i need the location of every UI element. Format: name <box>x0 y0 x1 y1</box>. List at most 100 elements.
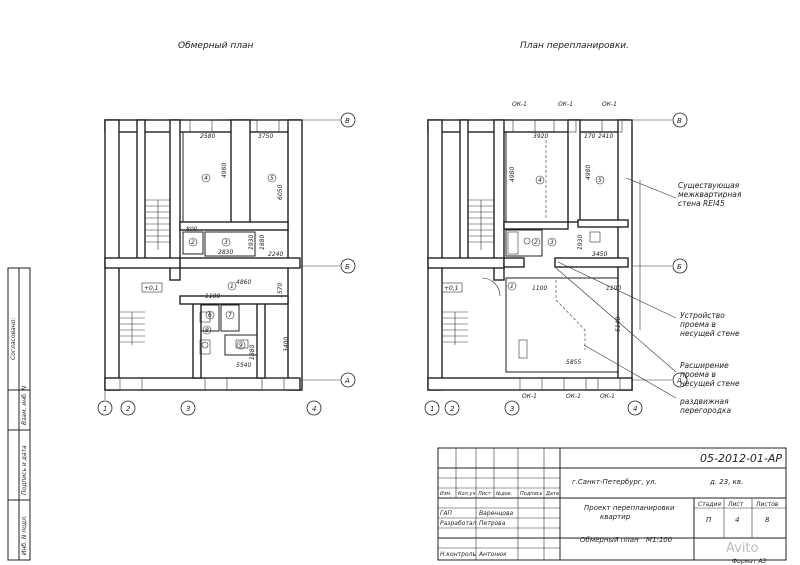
room-3-outline <box>204 231 256 257</box>
stamp-inv: Инб. N подл. <box>21 515 28 555</box>
left-level-mark: +0,1 <box>144 285 159 292</box>
name-0: Варенцова <box>479 510 514 517</box>
right-dim-3: 4980 <box>509 167 516 182</box>
sheets-label: Листов <box>755 501 779 508</box>
right-fixtures <box>507 231 601 359</box>
wall-line-b <box>179 257 301 269</box>
sheet-value: 4 <box>735 516 739 524</box>
left-dim-8: 2240 <box>268 251 283 258</box>
avito-watermark: Avito <box>726 541 759 556</box>
right-dim-1: 170 <box>584 133 596 140</box>
left-dim-7: 1880 <box>259 235 266 250</box>
wall-lower-corridor <box>179 295 289 305</box>
right-dim-0: 3920 <box>533 133 548 140</box>
left-dim-2: 4980 <box>221 163 228 178</box>
right-window-labels: ОК-1 ОК-1 ОК-1 ОК-1 ОК-1 ОК-1 <box>512 101 617 400</box>
role-ncontrol: Н.контроль <box>440 551 476 558</box>
right-axis-v: В <box>677 117 682 125</box>
left-dim-12: 1880 <box>249 345 256 360</box>
left-axis-1: 1 <box>103 405 107 413</box>
r-wall-mid-a <box>503 221 569 230</box>
right-room-2: 2 <box>534 239 538 246</box>
left-dim-5: 1930 <box>248 235 255 250</box>
right-dim-2: 2410 <box>598 133 613 140</box>
right-floor-plan <box>427 119 633 391</box>
r-wall-mid-b <box>577 219 629 228</box>
right-axis-1: 1 <box>430 405 434 413</box>
left-dim-0: 2580 <box>200 133 215 140</box>
left-axis-a: А <box>344 377 350 385</box>
left-dim-14: 1100 <box>205 293 220 300</box>
right-wall-east <box>617 119 633 391</box>
stair-wall-left <box>136 119 146 261</box>
r-partition <box>567 119 581 223</box>
stamp-sign-date: Подпись и дата <box>21 445 28 495</box>
col-list: Лист <box>477 491 492 497</box>
right-dim-5: 1930 <box>577 235 584 250</box>
r-door-swing <box>481 277 501 297</box>
name-1: Петрова <box>479 520 506 527</box>
right-room-1: 5 <box>598 177 602 184</box>
right-axis-a: А <box>676 377 682 385</box>
right-axes: В Б А 1 2 3 4 <box>424 112 688 416</box>
wall-kitchen-east <box>256 299 266 379</box>
col-date: Дата <box>545 491 559 497</box>
left-axis-v: В <box>345 117 350 125</box>
stage-label: Стадия <box>698 501 721 508</box>
title-block: 05-2012-01-АР г.Санкт-Петербург, ул. д. … <box>437 447 787 561</box>
room-5-outline <box>249 131 289 223</box>
room-7-outline <box>220 304 240 332</box>
left-room-3: 3 <box>224 239 228 246</box>
ok1-top-c: ОК-1 <box>602 101 617 108</box>
left-dim-6: 2830 <box>218 249 233 256</box>
left-axis-3: 3 <box>186 405 190 413</box>
ok1-bot-c: ОК-1 <box>600 393 615 400</box>
right-wall-south <box>427 377 633 391</box>
right-room-numbers: 4 5 2 3 1 +0,1 <box>441 175 605 293</box>
address-city: г.Санкт-Петербург, ул. <box>572 478 657 486</box>
left-wall-east <box>287 119 303 391</box>
right-axis-4: 4 <box>633 405 637 413</box>
left-room-5: 6 <box>208 312 212 319</box>
replan-title: План перепланировки. <box>520 41 629 51</box>
left-dim-3: 6050 <box>277 185 284 200</box>
ok1-top-a: ОК-1 <box>512 101 527 108</box>
right-dim-7: 1100 <box>532 285 547 292</box>
room-2-outline <box>182 231 204 255</box>
r-wall-b-2 <box>554 257 629 268</box>
right-dim-8: 5855 <box>566 359 581 366</box>
r-open-space <box>505 277 619 373</box>
right-axis-3: 3 <box>510 405 514 413</box>
left-axis-4: 4 <box>312 405 316 413</box>
stair-treads <box>120 199 170 345</box>
left-fixtures <box>199 311 249 355</box>
wall-mid-upper <box>179 221 289 231</box>
r-wall-b-1 <box>503 257 525 268</box>
right-room-3: 3 <box>550 239 554 246</box>
col-sign: Подпись <box>520 491 543 497</box>
left-room-numbers: 4 5 2 3 1 6 7 8 9 +0,1 <box>141 173 277 350</box>
left-dim-11: 3400 <box>283 337 290 352</box>
left-dim-1: 3750 <box>258 133 273 140</box>
sheet-title: Обмерный план <box>580 536 639 544</box>
left-dim-9: 4860 <box>236 279 251 286</box>
left-axes: В Б А 1 2 3 4 <box>97 112 356 416</box>
ok1-bot-b: ОК-1 <box>566 393 581 400</box>
right-wall-west <box>427 119 443 391</box>
partition-4-5 <box>230 119 251 225</box>
left-room-8: 9 <box>239 342 243 349</box>
col-kol: Кол.уч <box>458 491 475 497</box>
r-stair-wall-left <box>459 119 469 261</box>
right-plan-dimensions: 3920 170 2410 4980 4980 1930 3450 1100 5… <box>509 133 622 366</box>
stamp-replace: Взам. инб. N <box>21 385 28 425</box>
sheet-label: Лист <box>727 501 744 508</box>
format-label: Формат А3 <box>732 558 766 565</box>
left-axis-2: 2 <box>126 405 131 413</box>
left-room-1: 5 <box>270 175 274 182</box>
right-axis-b: Б <box>677 263 682 271</box>
